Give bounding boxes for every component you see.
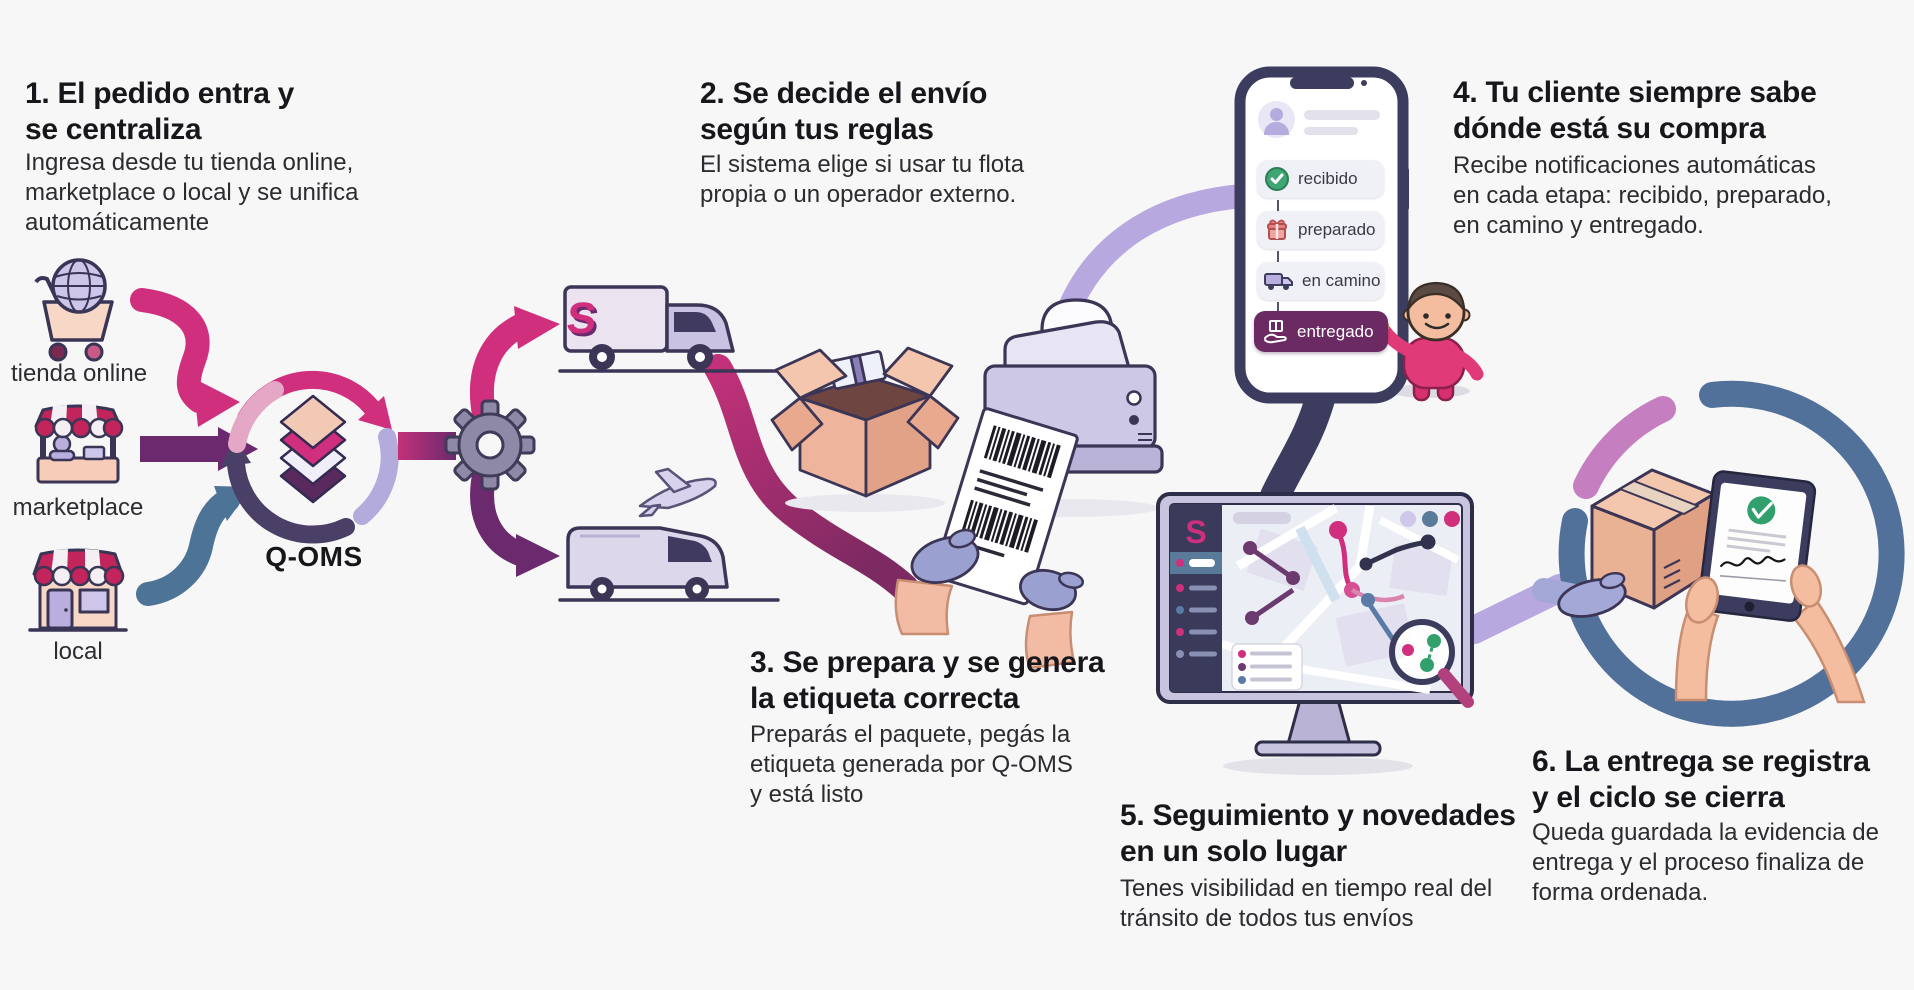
status-label: entregado xyxy=(1297,321,1374,341)
status-connector xyxy=(1277,302,1279,311)
status-pill-entregado: entregado xyxy=(1254,311,1388,352)
open-box-icon xyxy=(770,346,960,512)
status-label: preparado xyxy=(1298,220,1376,239)
truck-logo-letter: S xyxy=(564,294,598,343)
magnifier-icon xyxy=(1389,619,1474,708)
status-pill-recibido: recibido xyxy=(1257,160,1384,198)
arrow-tienda-online xyxy=(130,288,240,427)
monitor-map-icon: S xyxy=(1156,492,1474,775)
delivery-truck-icon xyxy=(1264,273,1293,290)
source-label-local: local xyxy=(53,638,103,665)
branded-truck-icon: S S xyxy=(558,285,780,373)
gloved-hands-icon xyxy=(894,528,1085,670)
gear-icon xyxy=(444,399,536,491)
status-pill-en-camino: en camino xyxy=(1257,262,1384,300)
status-connector xyxy=(1277,251,1279,262)
check-circle-icon xyxy=(1265,167,1289,191)
van-icon xyxy=(558,526,780,602)
layer-stack-icon xyxy=(279,394,347,504)
dashboard-sidebar: S xyxy=(1170,504,1222,692)
market-stall-icon xyxy=(34,404,124,484)
arrow-local xyxy=(136,486,252,606)
signature-tablet-icon xyxy=(1674,470,1866,704)
ribbon-truck-to-packing xyxy=(704,354,919,602)
gift-icon xyxy=(1267,219,1287,240)
status-connector xyxy=(1277,200,1279,211)
avatar-line-1 xyxy=(1304,110,1380,120)
storefront-icon xyxy=(28,548,128,632)
hand-box-icon xyxy=(1264,319,1287,343)
map-legend xyxy=(1231,643,1303,691)
delivery-ring-icon xyxy=(1532,380,1905,727)
map-area xyxy=(1220,504,1474,708)
status-label: en camino xyxy=(1302,271,1381,290)
hub-label: Q-OMS xyxy=(265,541,363,572)
step1-body: Ingresa desde tu tienda online,marketpla… xyxy=(25,149,359,237)
source-label-tienda-online: tienda online xyxy=(10,360,148,387)
courier-glove-icon xyxy=(1532,571,1627,618)
curve-printer-to-phone xyxy=(1052,184,1254,334)
truck-logo-letter-shadow: S xyxy=(567,297,601,346)
cart-globe-icon xyxy=(34,258,114,362)
phone-avatar xyxy=(1258,101,1295,138)
dashboard-logo-letter: S xyxy=(1185,514,1206,550)
status-label: recibido xyxy=(1298,169,1358,188)
qoms-hub-icon xyxy=(221,370,399,544)
source-label-marketplace: marketplace xyxy=(12,494,144,521)
avatar-line-2 xyxy=(1304,127,1358,135)
airplane-icon xyxy=(638,467,717,518)
status-pill-preparado: preparado xyxy=(1257,211,1384,249)
stem-phone-to-monitor xyxy=(1260,377,1337,511)
